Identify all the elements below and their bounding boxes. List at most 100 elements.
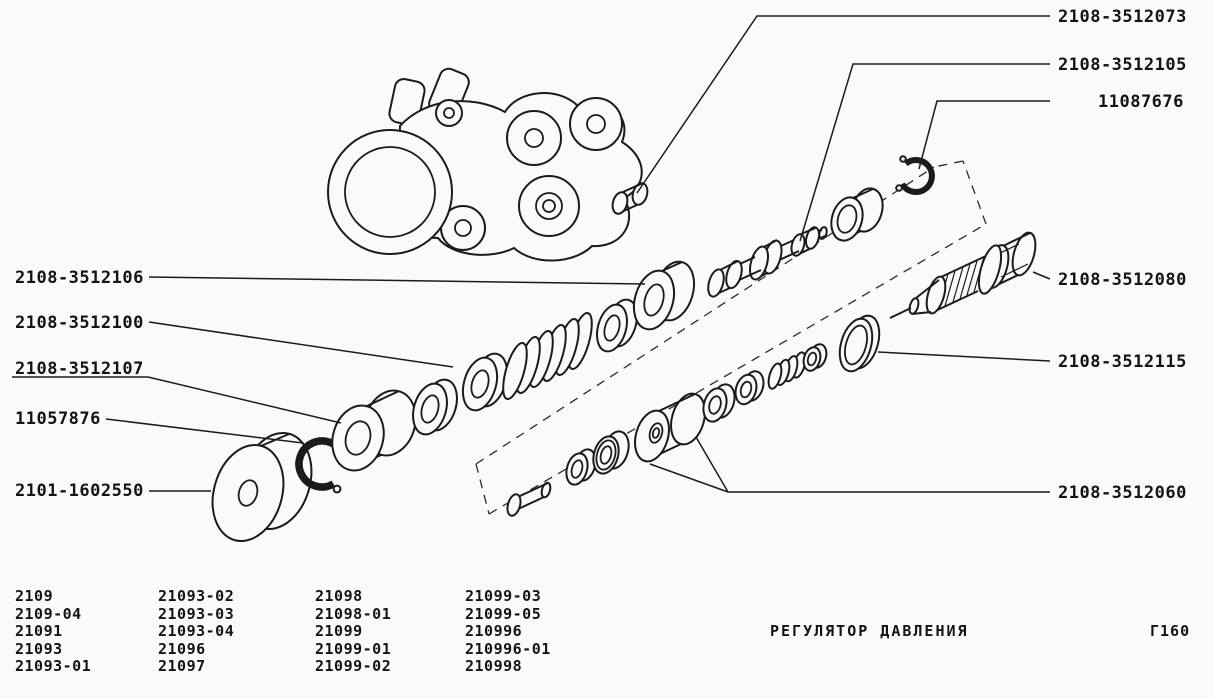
washer-hole	[844, 324, 868, 366]
dashed-line	[962, 160, 987, 225]
thread-hatch	[952, 266, 964, 303]
part-piston	[707, 226, 828, 298]
part-number-label: 2108-3512115	[1058, 352, 1187, 372]
housing-bore-inner	[344, 146, 436, 238]
leader-line	[649, 436, 1050, 493]
pin-head	[506, 493, 522, 517]
washer-hole	[739, 380, 753, 399]
part-pin	[506, 481, 552, 517]
plug-nose	[908, 297, 920, 315]
housing-bore	[327, 129, 453, 255]
model-code: 21099-01	[315, 639, 392, 658]
part-sleeve-ring	[632, 260, 696, 331]
model-code: 21099-02	[315, 657, 392, 675]
leader-line	[12, 376, 342, 424]
part-washer	[412, 378, 458, 436]
part-small-spring	[767, 351, 807, 390]
piston-head-front	[707, 268, 725, 298]
bushing-bore	[344, 420, 372, 456]
spring-coil	[767, 362, 783, 390]
plug-edge	[622, 182, 644, 193]
part-washer-small	[702, 383, 736, 423]
model-code: 210996-01	[465, 639, 551, 658]
part-number-label: 2108-3512073	[1058, 7, 1187, 27]
washer-front-face	[702, 387, 728, 423]
part-seal-ring	[592, 430, 630, 475]
part-coil-spring	[502, 312, 593, 400]
model-code: 210996	[465, 622, 523, 640]
model-code: 21093-03	[158, 604, 235, 623]
pin-edge	[519, 482, 549, 497]
regulator-housing	[327, 67, 643, 262]
washer-hole	[603, 314, 621, 342]
washer-front-face	[734, 373, 758, 406]
model-code: 2109-04	[15, 604, 82, 623]
part-valve-cup	[634, 392, 706, 463]
piston-tip-back	[804, 226, 821, 250]
thread-front-face	[925, 275, 947, 315]
port-hole	[535, 192, 563, 220]
cup-hole-inner	[651, 427, 661, 439]
part-washer	[461, 352, 509, 412]
model-column: 2109 2109-04 21091 21093 21093-01	[15, 587, 91, 676]
hex-edge	[1002, 232, 1031, 247]
piston-edge	[719, 260, 739, 271]
bushing-front-face	[331, 404, 385, 472]
model-code: 21099-03	[465, 587, 542, 605]
model-code: 21098	[315, 587, 363, 605]
part-snap-ring-small	[895, 155, 935, 195]
thread-hatch	[944, 270, 956, 307]
model-code: 21093-02	[158, 587, 235, 605]
housing-boss-hole	[435, 99, 463, 127]
part-number-label: 2108-3512080	[1058, 270, 1187, 290]
leader-line	[148, 321, 454, 368]
ring-front-face	[632, 269, 676, 331]
sleeve-bore	[836, 204, 858, 234]
housing-lobe	[569, 97, 623, 151]
bushing-edge	[366, 390, 400, 407]
cone-edge	[915, 279, 940, 299]
part-sleeve	[830, 187, 884, 242]
model-code: 21099-05	[465, 604, 542, 623]
leader-line	[105, 418, 304, 444]
plug-flange	[977, 244, 1003, 295]
part-number-label: 2108-3512106	[15, 268, 144, 288]
model-code: 210998	[465, 657, 523, 675]
piston-edge	[800, 227, 816, 235]
part-number-label: 2108-3512107	[15, 359, 144, 379]
thread-edge	[940, 254, 989, 278]
leader-line	[877, 351, 1051, 362]
plug-front-face	[611, 191, 629, 215]
snap-ring-eyelet	[895, 184, 903, 192]
disc-front-face	[211, 443, 285, 543]
dashed-line	[933, 160, 964, 168]
washer-hole	[806, 351, 818, 367]
piston-tip-front	[790, 233, 806, 257]
cup-hole	[648, 422, 664, 444]
bolt-hole	[586, 114, 606, 134]
piston-collar-front	[748, 245, 770, 281]
part-number-label: 2108-3512100	[15, 313, 144, 333]
piston-rod	[736, 269, 762, 282]
dashed-line	[475, 463, 490, 515]
leader-line	[1032, 271, 1051, 280]
model-column: 21099-03 21099-05 210996 210996-01 21099…	[465, 587, 551, 676]
part-washer-small	[802, 343, 828, 372]
part-number-label: 11057876	[15, 409, 101, 429]
housing-lobe	[518, 175, 580, 237]
leader-lines	[12, 15, 1051, 493]
snap-ring-eyelet	[332, 484, 342, 494]
bolt-hole	[454, 219, 472, 237]
cup-front-face	[634, 409, 670, 463]
leader-line	[799, 63, 1050, 242]
seal-hole	[599, 445, 613, 465]
washer-hole	[708, 395, 722, 415]
leader-line	[636, 15, 1050, 194]
washer-front-face	[412, 382, 448, 436]
sleeve-edge	[852, 188, 874, 199]
part-number-label: 11087676	[1098, 92, 1184, 112]
model-code: 21093-04	[158, 622, 235, 640]
disc-center-hole	[237, 479, 259, 507]
